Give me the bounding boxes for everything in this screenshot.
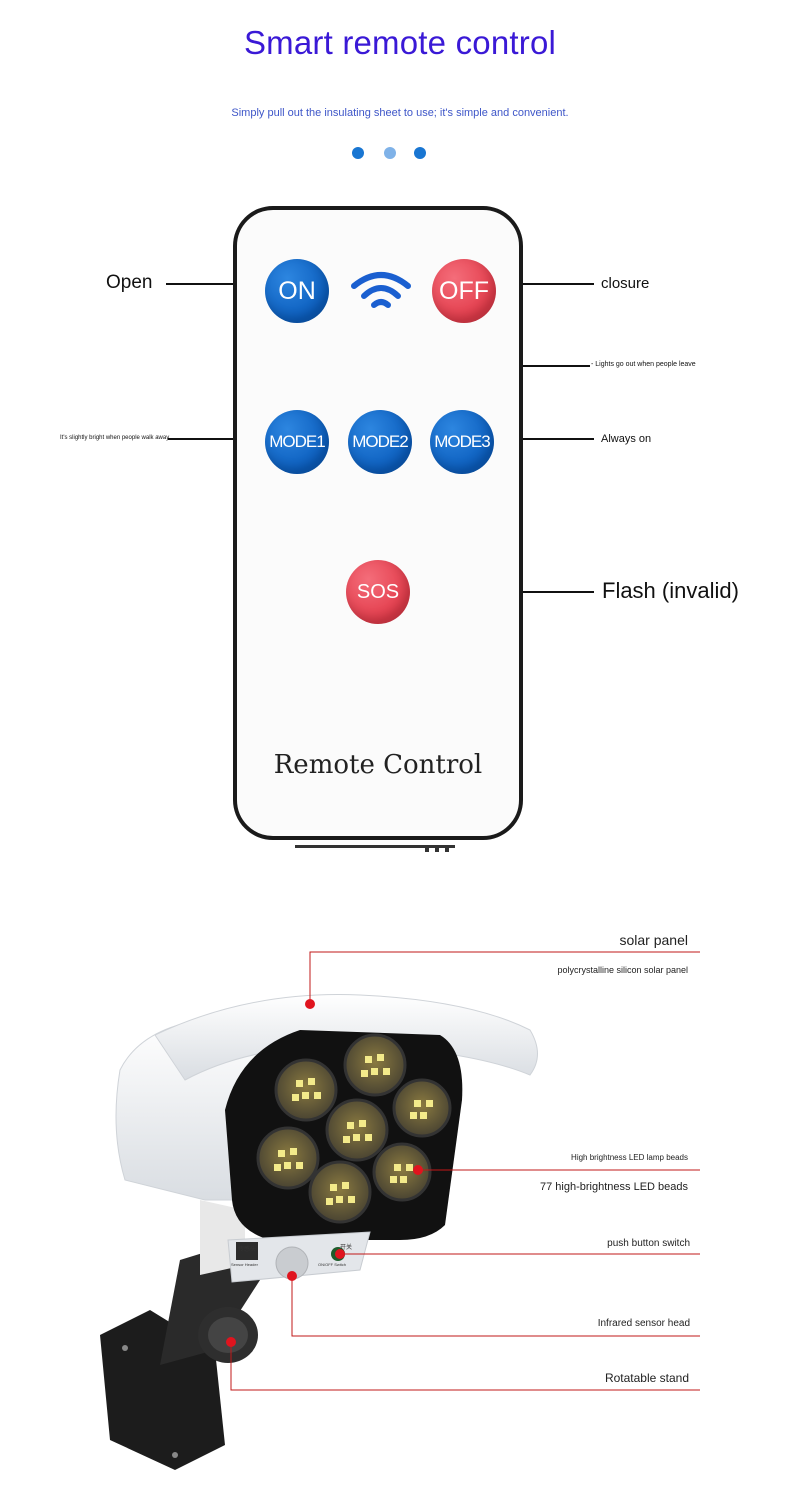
mode1-button[interactable]: MODE1 <box>265 410 329 474</box>
wifi-signal-icon <box>350 268 412 319</box>
led-desc-label: 77 high-brightness LED beads <box>540 1181 688 1193</box>
page-subtitle: Simply pull out the insulating sheet to … <box>231 107 569 119</box>
sensor-plate-left-top: 传感头 <box>238 1247 257 1253</box>
solar-panel-label: solar panel <box>619 932 689 948</box>
page-title: Smart remote control <box>243 24 557 61</box>
remote-label: Remote Control <box>273 750 483 780</box>
callout-off: closure <box>601 275 650 292</box>
carousel-dot-1[interactable] <box>352 147 364 159</box>
callout-mode3: Always on <box>601 433 652 445</box>
stand-label: Rotatable stand <box>604 1371 689 1385</box>
solar-camera-light-illustration <box>100 951 700 1470</box>
on-button[interactable]: ON <box>265 259 329 323</box>
callout-mode1: It's slightly bright when people walk aw… <box>60 435 170 441</box>
led-title-label: High brightness LED lamp beads <box>571 1153 688 1162</box>
sensor-plate-right-top: 开关 <box>340 1245 353 1251</box>
remote-bottom-edge <box>295 840 455 852</box>
carousel-dot-3[interactable] <box>414 147 426 159</box>
sensor-plate-left-bottom: Sensor Header <box>231 1262 258 1267</box>
carousel-dot-2[interactable] <box>384 147 396 159</box>
off-button[interactable]: OFF <box>432 259 496 323</box>
product-markers <box>226 999 423 1347</box>
solar-panel-desc: polycrystalline silicon solar panel <box>557 965 688 975</box>
callout-mode2: - Lights go out when people leave <box>591 361 696 368</box>
sensor-plate-right-bottom: ON/OFF Switch <box>318 1262 347 1267</box>
infrared-label: Infrared sensor head <box>597 1318 690 1329</box>
sos-button[interactable]: SOS <box>346 560 410 624</box>
led-beads <box>274 1054 433 1205</box>
callout-sos: Flash (invalid) <box>602 578 739 603</box>
led-pods <box>256 1033 452 1224</box>
mode2-button[interactable]: MODE2 <box>348 410 412 474</box>
push-button-label: push button switch <box>607 1238 690 1249</box>
mode3-button[interactable]: MODE3 <box>430 410 494 474</box>
callout-on: Open <box>106 272 153 293</box>
product-leader-lines <box>230 951 700 1391</box>
